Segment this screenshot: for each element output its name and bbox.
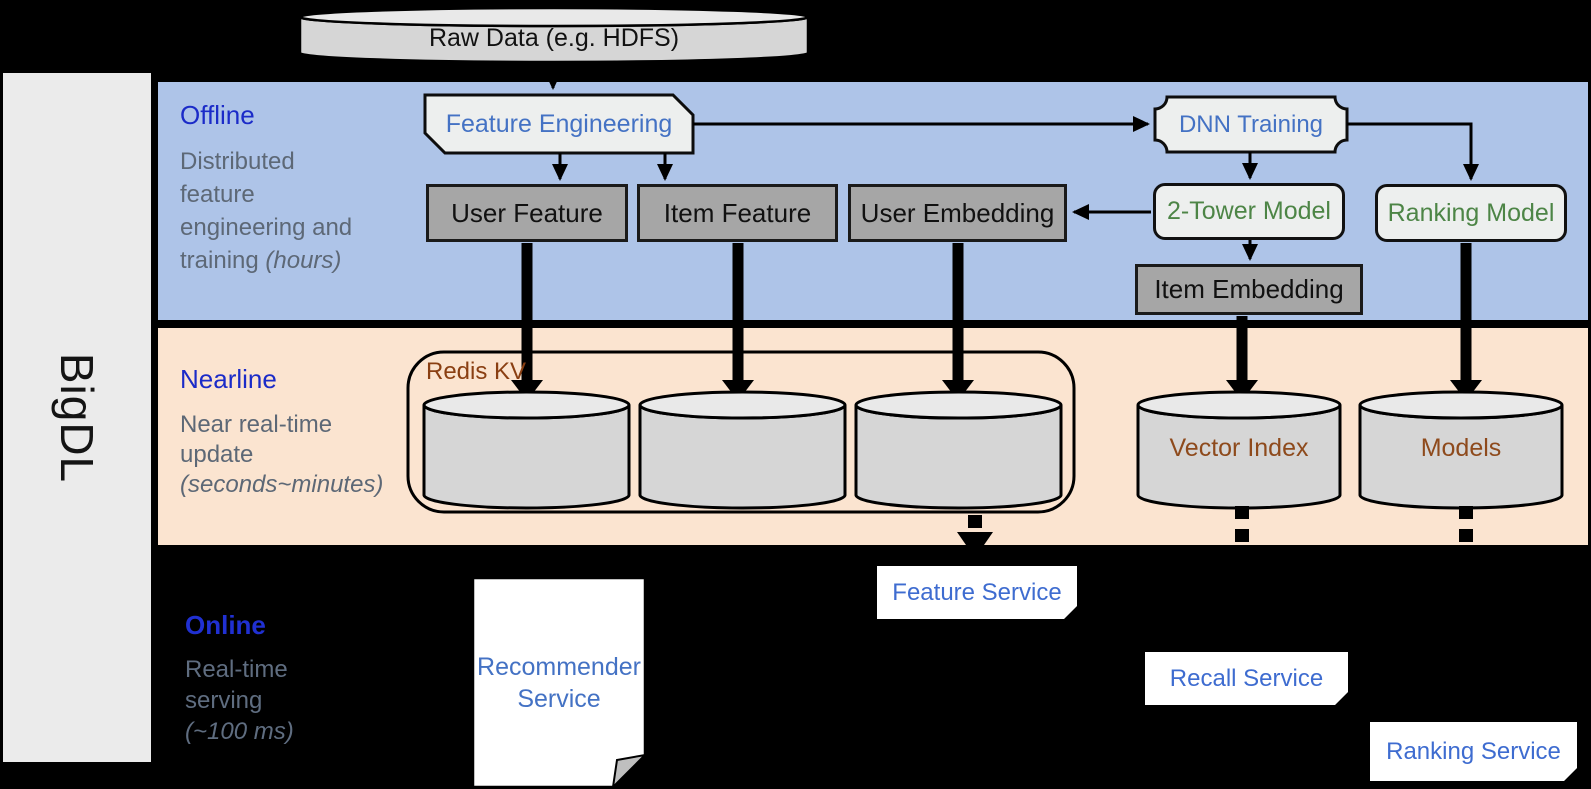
nearline-desc-line3: (seconds~minutes) <box>180 471 384 498</box>
online-lane-title: Online <box>185 610 266 640</box>
online-desc-line3: (~100 ms) <box>185 718 294 745</box>
user-embedding-node: User Embedding <box>848 184 1067 242</box>
online-lane-description: Real-time serving (~100 ms) <box>185 654 294 747</box>
offline-lane-title: Offline <box>180 100 255 130</box>
nearline-desc-line1: Near real-time <box>180 411 333 438</box>
recall-service-node: Recall Service <box>1145 652 1348 705</box>
ranking-model-node: Ranking Model <box>1375 184 1567 242</box>
item-embedding-node: Item Embedding <box>1135 264 1363 315</box>
user-feature-node: User Feature <box>426 184 628 242</box>
two-tower-model-node: 2-Tower Model <box>1153 183 1345 240</box>
offline-lane-description: Distributed feature engineering and trai… <box>180 145 352 277</box>
offline-desc-line4: training (hours) <box>180 247 342 274</box>
vector-index-label: Vector Index <box>1169 433 1309 462</box>
models-label: Models <box>1420 433 1502 462</box>
redis-kv-label: Redis KV <box>426 358 527 385</box>
nearline-desc-line2: update <box>180 441 254 468</box>
recommender-service-line2: Service <box>517 684 601 713</box>
nearline-lane-title: Nearline <box>180 364 277 394</box>
online-desc-line1: Real-time <box>185 656 288 683</box>
bigdl-sidebar: BigDL <box>3 73 151 762</box>
raw-data-label: Raw Data (e.g. HDFS) <box>428 23 680 52</box>
feature-engineering-node: Feature Engineering <box>445 109 673 138</box>
offline-desc-line3: engineering and <box>180 214 353 241</box>
online-desc-line2: serving <box>185 687 263 714</box>
nearline-lane-description: Near real-time update (seconds~minutes) <box>180 410 383 500</box>
ranking-service-node: Ranking Service <box>1370 722 1577 781</box>
recommender-service-line1: Recommender <box>477 652 641 681</box>
recommender-service-label: Recommender Service <box>475 578 643 787</box>
item-feature-node: Item Feature <box>637 184 838 242</box>
dnn-training-node: DNN Training <box>1178 110 1324 138</box>
offline-desc-line2: feature <box>180 181 255 208</box>
feature-service-node: Feature Service <box>877 566 1077 619</box>
offline-desc-line1: Distributed <box>180 148 295 175</box>
bigdl-sidebar-label: BigDL <box>50 352 103 483</box>
